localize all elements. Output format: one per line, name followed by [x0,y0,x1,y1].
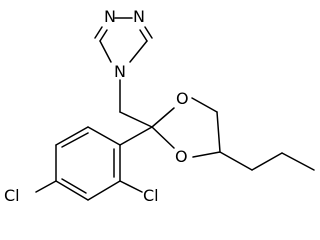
bond-cb-cc [281,152,315,171]
bond-c2-phenyl [119,126,153,146]
bond-ch2-c2 [119,111,153,128]
atom-label-n2: N [133,7,145,26]
propyl-chain [219,151,315,171]
bond-ar5-ar6 [55,126,89,146]
bond-ar3-ar4 [55,180,89,201]
bond-ar2-ar3 [87,180,121,201]
dichlorophenyl-ring [55,126,121,201]
bond-o3-c2 [151,126,175,149]
bond-c5-n4 [99,40,112,63]
triazole-ring [94,17,153,63]
bond-ar4-cl [35,180,57,193]
bond-c5-c4 [216,111,221,153]
atom-label-o1: O [176,89,189,108]
bond-c2-o1 [151,107,175,128]
bond-ca-cb [251,152,283,171]
bond-c5-n1 [99,29,108,42]
atom-label-cl-2: Cl [143,186,159,205]
bond-c4-ca [219,151,253,171]
bond-ar3-ar4-inner [61,178,87,194]
atom-label-o3: O [175,147,188,166]
bond-ar2-cl [119,180,143,193]
bond-ar6-ar1 [87,126,121,146]
atom-label-n1: N [104,7,116,26]
bond-c3-n4 [129,40,148,63]
bond-n2-c3 [139,29,148,42]
atom-label-cl-4: Cl [4,186,20,205]
bond-c5-n1-double [94,26,103,39]
bond-o1-c5 [191,97,218,113]
atom-label-n4: N [114,62,126,81]
structure-canvas: N N N O O Cl Cl [4,7,315,205]
bond-c4-o3 [192,151,221,158]
molecule-drawing: N N N O O Cl Cl [4,7,315,205]
dioxolane-ring [151,97,221,158]
bond-n2-c3-double [144,26,153,39]
bond-ar5-ar6-inner [61,132,89,148]
